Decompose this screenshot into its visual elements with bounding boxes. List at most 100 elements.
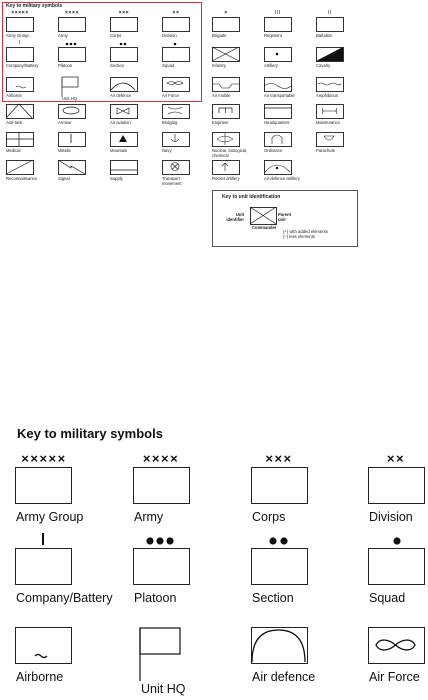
highlight-frame [2,2,202,102]
zoom-platoon-dots [146,537,174,545]
zoom-division-symbol [368,467,425,504]
thumb-infantry-cross [211,46,240,62]
thumb-section-dots [119,42,127,46]
unit-key-note-minus: (–) less elements [283,234,315,239]
thumb-medical-symbol [6,132,34,147]
thumb-missile-label: Missile [58,148,71,153]
thumb-reconnaissance-symbol [6,160,34,175]
thumb-signal-glyph [57,159,86,175]
thumb-army-group-symbol [6,17,34,32]
thumb-maintenance-symbol [316,104,344,119]
thumb-squad-label: Squad [162,63,175,68]
thumb-army-label: Army [58,33,68,38]
thumb-anti-tank-label: Anti-tank [6,120,23,125]
thumb-cavalry-fill [316,47,343,61]
thumb-armour-oval [62,106,80,115]
thumb-artillery-symbol [264,47,292,62]
thumb-armour-label: Armour [58,120,72,125]
zoom-squad-label: Squad [369,591,406,605]
thumb-headquarters-symbol [264,104,292,119]
thumb-air-aviation-label: Air aviation [110,120,131,125]
thumb-bridging-glyph [167,106,183,115]
zoom-company-label: Company/Battery [16,591,113,605]
thumb-nbc-label: Nuclear, biological, chemical [212,148,248,158]
thumb-engineer-symbol [212,104,240,119]
thumb-corps-label: Corps [110,33,122,38]
zoom-unit-hq-flag [139,627,181,681]
zoom-army-group-label: Army Group [16,510,84,524]
thumb-unit-hq-label: Unit HQ [62,96,77,101]
unit-key-box [212,190,358,247]
zoom-platoon-symbol [133,548,190,585]
thumb-symbol-glyphs [5,42,343,225]
thumb-battalion-marks: II [328,10,332,16]
zoom-platoon-label: Platoon [134,591,177,605]
thumb-parachute-glyph [323,135,335,141]
thumb-regiment-symbol [264,17,292,32]
thumb-supply-symbol [110,160,138,175]
unit-key-title: Key to unit identification [222,194,281,200]
zoom-squad-dot [393,537,401,545]
zoom-division-marks: ×× [386,451,406,466]
thumb-airborne-label: Airborne [6,93,22,98]
thumb-parachute-label: Parachute [316,148,336,153]
thumb-air-force-label: Air Force [162,93,179,98]
thumb-headquarters-label: Headquarters [264,120,290,125]
thumb-brigade-label: Brigade [212,33,227,38]
zoom-air-force-glyph [375,639,416,651]
thumb-air-aviation-symbol [110,104,138,119]
thumb-title: Key to military symbols [6,3,63,9]
thumb-company-symbol [6,47,34,62]
thumb-rocket-artillery-label: Rocket artillery [212,176,240,181]
thumb-air-transportable-glyph [263,83,292,89]
zoom-section-dots [269,537,288,545]
thumb-company-marks: I [19,40,21,46]
thumb-air-defence-dome [110,82,136,91]
thumb-platoon-symbol [58,47,86,62]
zoom-unit-hq-label: Unit HQ [141,682,186,696]
thumb-parachute-symbol [316,132,344,147]
thumb-transport-label: Transport movement [162,176,182,186]
zoom-division-label: Division [369,510,413,524]
zoom-airborne-label: Airborne [16,670,64,684]
thumb-air-force-symbol [162,77,190,92]
thumb-battalion-label: Battalion [316,33,333,38]
thumb-ad-artillery-symbol [264,160,292,175]
thumb-artillery-dot [275,52,279,56]
zoom-army-group-symbol [15,467,72,504]
thumb-ad-artillery-glyph [264,164,291,173]
thumb-mountain-glyph [119,135,127,142]
thumb-mountain-symbol [110,132,138,147]
thumb-battalion-symbol [316,17,344,32]
thumb-artillery-label: Artillery [264,63,278,68]
thumb-maintenance-label: Maintenance [316,120,340,125]
thumb-air-force-glyph [166,81,184,85]
thumb-ordnance-symbol [264,132,292,147]
zoom-corps-marks: ××× [265,451,293,466]
zoom-section-symbol [251,548,308,585]
zoom-corps-label: Corps [252,510,286,524]
thumb-medical-label: Medical [6,148,21,153]
thumb-engineer-label: Engineer [212,120,229,125]
thumb-transport-wheel [170,162,180,171]
thumb-section-label: Section [110,63,124,68]
thumb-maintenance-glyph [321,107,338,115]
thumb-brigade-marks: × [224,10,228,16]
thumb-air-mobile-label: Air mobile [212,93,231,98]
thumb-reconnaissance-label: Reconnaissance [6,176,37,181]
thumb-ordnance-label: Ordnance [264,148,283,153]
thumb-corps-symbol [110,17,138,32]
thumb-ad-artillery-dot [275,166,279,170]
thumb-platoon-dots [65,42,77,46]
thumb-ad-artillery-label: Air defence artillery [264,176,300,181]
zoom-army-marks: ×××× [142,451,180,466]
thumb-engineer-glyph [218,107,233,113]
zoom-army-group-marks: ××××× [21,451,67,466]
thumb-cavalry-label: Cavalry [316,63,331,68]
thumb-brigade-symbol [212,17,240,32]
zoom-air-force-symbol [368,627,425,664]
thumb-supply-label: Supply [110,176,123,181]
thumb-missile-symbol [58,132,86,147]
thumb-section-symbol [110,47,138,62]
